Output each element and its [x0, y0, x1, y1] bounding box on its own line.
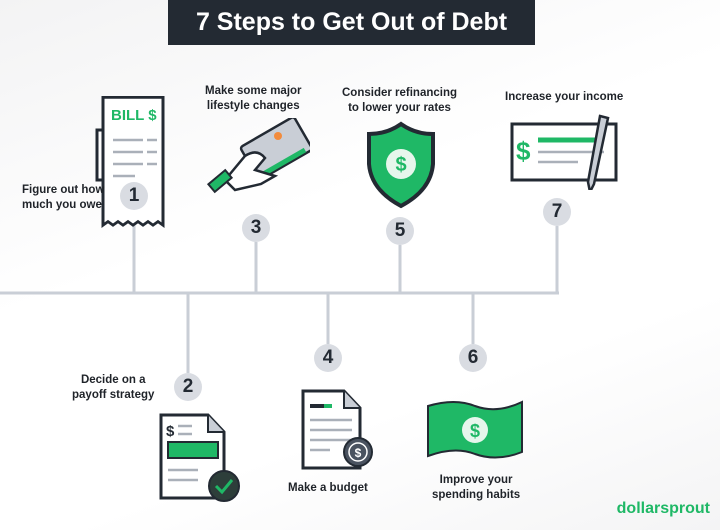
step-4-number: 4	[314, 344, 342, 372]
shield-dollar-icon: $	[367, 121, 435, 209]
svg-text:$: $	[395, 154, 406, 176]
svg-text:$: $	[355, 446, 362, 460]
step-1-number: 1	[120, 182, 148, 210]
page-title: 7 Steps to Get Out of Debt	[168, 0, 535, 45]
dollarsprout-logo: dollarsprout	[616, 500, 710, 517]
svg-text:$: $	[516, 136, 531, 166]
step-2-number: 2	[174, 373, 202, 401]
document-check-icon: $	[159, 413, 240, 502]
step-7-label: Increase your income	[505, 91, 624, 103]
svg-text:$: $	[166, 423, 175, 440]
step-7-number: 7	[543, 198, 571, 226]
bill-icon: BILL $	[95, 96, 165, 229]
check-pen-icon: $	[510, 114, 618, 190]
step-6-number: 6	[459, 344, 487, 372]
cash-bill-icon: $	[427, 400, 523, 459]
svg-text:BILL $: BILL $	[111, 107, 157, 124]
hand-card-icon	[206, 118, 310, 194]
budget-document-icon: $	[301, 389, 373, 470]
step-4-label: Make a budget	[288, 482, 368, 494]
step-3-number: 3	[242, 214, 270, 242]
svg-text:$: $	[470, 421, 480, 441]
step-5-number: 5	[386, 217, 414, 245]
